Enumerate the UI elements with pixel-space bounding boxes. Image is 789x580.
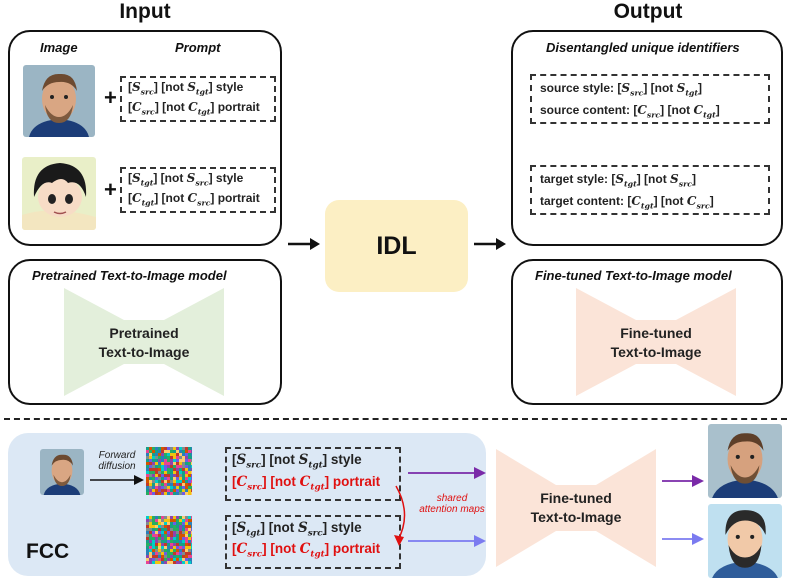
target-identifiers-box	[530, 165, 770, 215]
fcc-prompt1-style: [Ssrc] [not Stgt] style	[232, 452, 362, 471]
prompt-target-content: [Ctgt] [not Csrc] portrait	[128, 191, 260, 208]
pretrained-header: Pretrained Text-to-Image model	[32, 268, 227, 283]
pretrained-model-label: Pretrained Text-to-Image	[98, 325, 190, 360]
arrow-right-icon	[408, 535, 486, 547]
shared-attention-arrow-icon	[394, 485, 406, 546]
hourglass-model-icon	[576, 288, 736, 396]
anime-image-icon	[22, 157, 96, 230]
noise-image-icon	[146, 447, 192, 495]
portrait-photo-icon	[40, 449, 84, 495]
fcc-prompt2-content: [Csrc] [not Ctgt] portrait	[232, 541, 381, 560]
image-header: Image	[40, 40, 78, 55]
source-style-identifier: source style: [Ssrc] [not Stgt]	[540, 81, 702, 98]
plus-icon: +	[104, 85, 117, 110]
prompt-source-style: [Ssrc] [not Stgt] style	[128, 80, 244, 97]
hourglass-model-icon	[496, 449, 656, 567]
prompt-header: Prompt	[175, 40, 221, 55]
source-content-identifier: source content: [Csrc] [not Ctgt]	[540, 103, 720, 120]
source-identifiers-box	[530, 74, 770, 124]
plus-icon: +	[104, 177, 117, 202]
prompt-box-source	[120, 76, 276, 122]
output-title: Output	[613, 0, 683, 23]
arrow-right-icon	[662, 475, 704, 487]
fcc-panel	[8, 433, 486, 576]
target-content-identifier: target content: [Ctgt] [not Csrc]	[540, 194, 714, 211]
target-style-identifier: target style: [Stgt] [not Ssrc]	[540, 172, 696, 189]
noise-image-icon	[146, 516, 192, 564]
prompt-box-target	[120, 167, 276, 213]
anime-portrait-output-icon	[708, 504, 782, 578]
input-title: Input	[119, 0, 171, 23]
arrow-right-icon	[474, 238, 506, 250]
output-header: Disentangled unique identifiers	[546, 40, 740, 55]
arrow-right-icon	[288, 238, 320, 250]
finetuned-header: Fine-tuned Text-to-Image model	[535, 268, 732, 283]
portrait-photo-icon	[708, 424, 782, 498]
arrow-right-icon	[408, 467, 486, 479]
section-divider	[4, 418, 787, 420]
fcc-model-label: Fine-tuned Text-to-Image	[530, 490, 622, 525]
fcc-prompt1-content: [Csrc] [not Ctgt] portrait	[232, 474, 381, 493]
portrait-photo-icon	[23, 65, 95, 137]
fcc-prompt-box-1	[225, 447, 401, 501]
fcc-prompt2-style: [Stgt] [not Ssrc] style	[232, 520, 362, 539]
hourglass-model-icon	[64, 288, 224, 396]
idl-box: IDL	[325, 200, 468, 292]
prompt-source-content: [Csrc] [not Ctgt] portrait	[128, 100, 260, 117]
arrow-right-icon	[662, 533, 704, 545]
prompt-target-style: [Stgt] [not Ssrc] style	[128, 171, 244, 188]
finetuned-model-label: Fine-tuned Text-to-Image	[610, 325, 702, 360]
arrow-right-icon	[90, 475, 144, 485]
output-panel	[511, 30, 783, 246]
fcc-label: FCC	[26, 540, 70, 563]
